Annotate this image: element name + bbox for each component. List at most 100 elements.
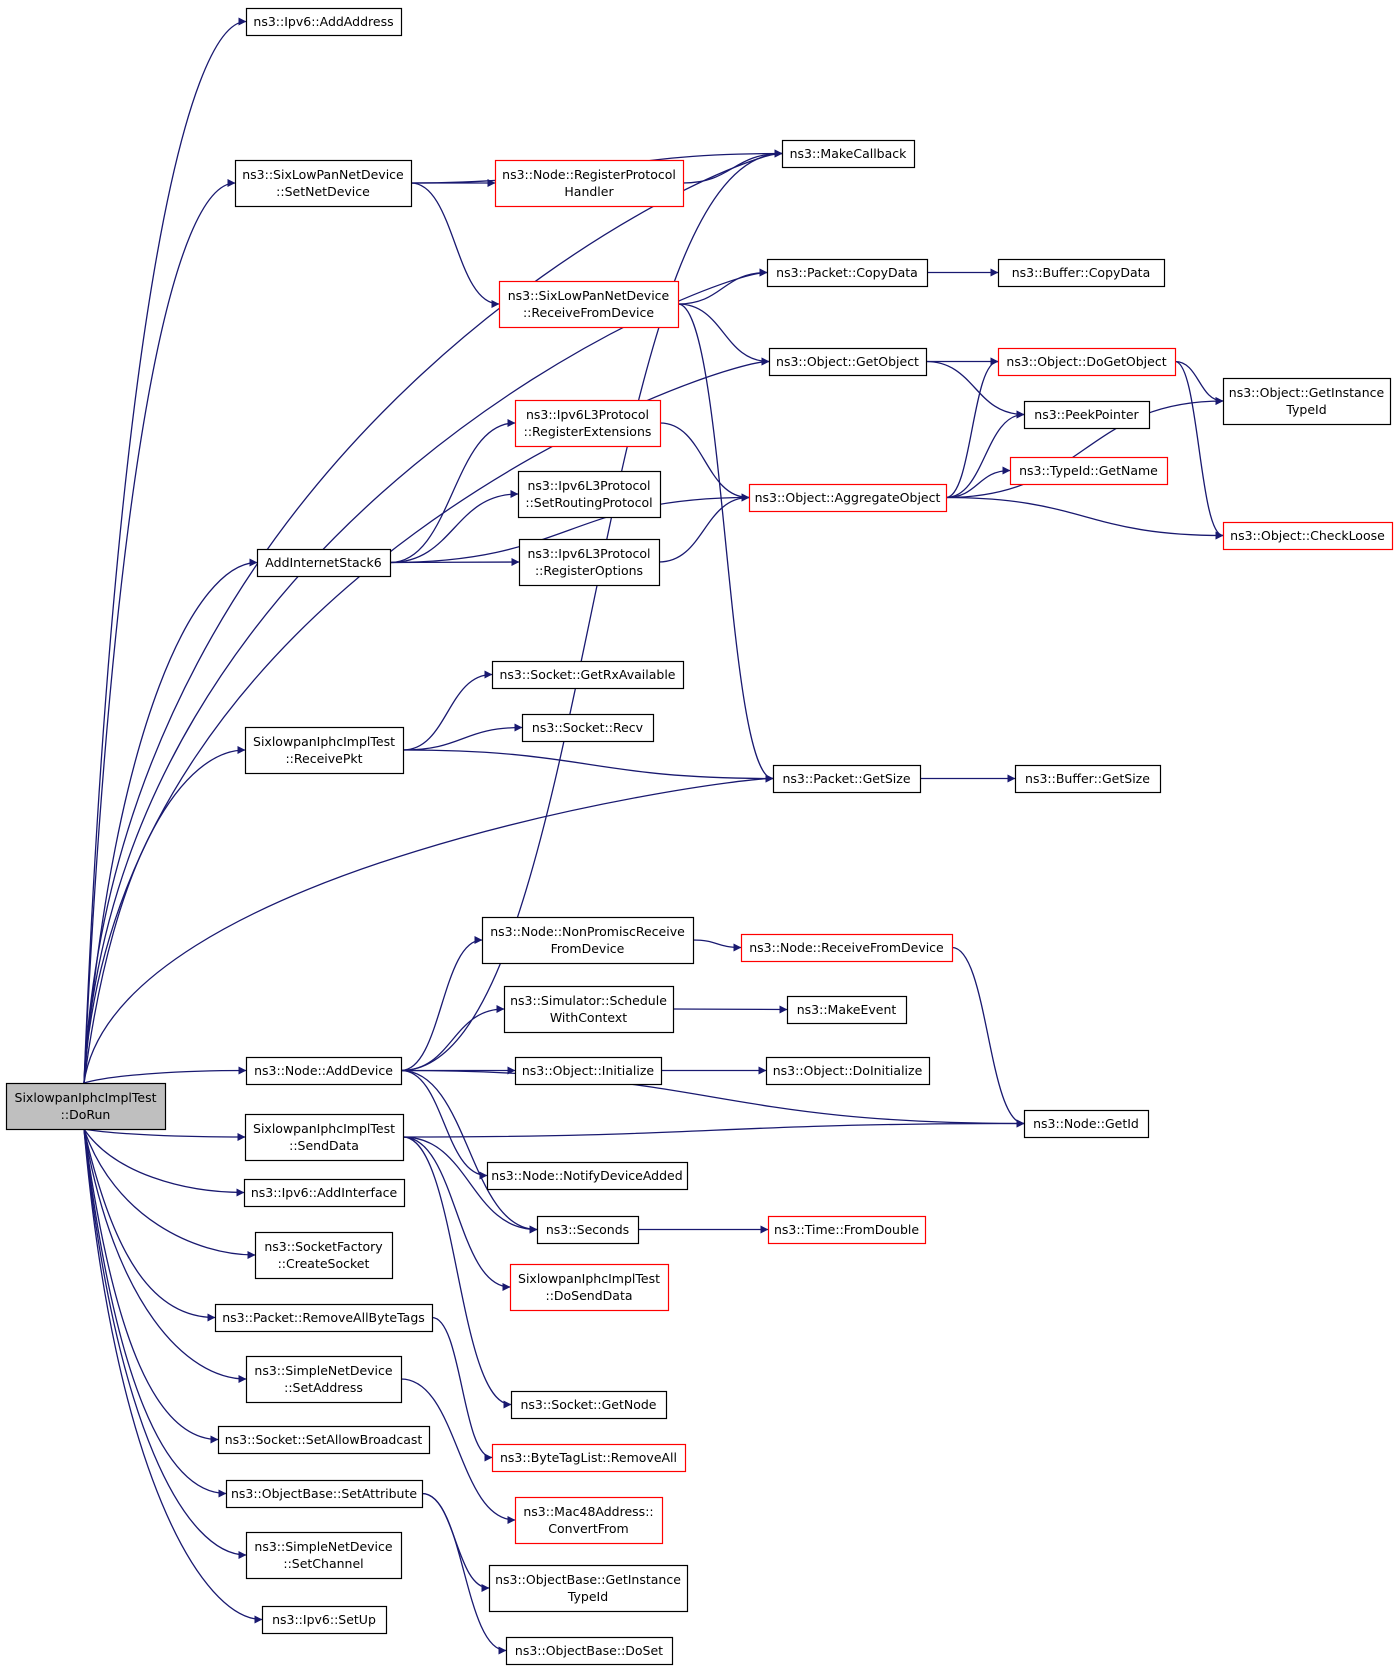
node-object-initialize[interactable]: ns3::Object::Initialize — [514, 1056, 663, 1086]
node-makeevent[interactable]: ns3::MakeEvent — [786, 995, 908, 1025]
node-socket-getnode[interactable]: ns3::Socket::GetNode — [510, 1390, 668, 1420]
node-node-receivefromdevice[interactable]: ns3::Node::ReceiveFromDevice — [740, 933, 954, 963]
node-label: ::SetNetDevice — [276, 184, 370, 199]
node-box — [261, 1605, 388, 1635]
edge-root-to-objectbase-setattribute — [83, 1128, 227, 1498]
node-packet-removeallbytetags[interactable]: ns3::Packet::RemoveAllByteTags — [214, 1303, 434, 1333]
node-label: ns3::Object::Initialize — [522, 1063, 655, 1078]
node-bytetaglist-removeall[interactable]: ns3::ByteTagList::RemoveAll — [491, 1443, 687, 1473]
node-objectbase-doset[interactable]: ns3::ObjectBase::DoSet — [505, 1636, 674, 1666]
node-label: ns3::SocketFactory — [264, 1239, 383, 1254]
node-ipv6l3-registeroptions[interactable]: ns3::Ipv6L3Protocol::RegisterOptions — [518, 538, 661, 587]
edge-node-adddevice-to-node-nonpromiscreceivefromdevice — [400, 936, 483, 1072]
node-buffer-copydata[interactable]: ns3::Buffer::CopyData — [997, 258, 1166, 288]
node-packet-copydata[interactable]: ns3::Packet::CopyData — [766, 258, 929, 288]
node-label: ::ReceivePkt — [285, 751, 362, 766]
edge-node-adddevice-to-node-notifydeviceadded — [400, 1069, 488, 1180]
node-box — [1014, 764, 1162, 794]
node-node-adddevice[interactable]: ns3::Node::AddDevice — [245, 1056, 403, 1086]
node-makecallback[interactable]: ns3::MakeCallback — [781, 139, 916, 169]
node-object-checkloose[interactable]: ns3::Object::CheckLoose — [1222, 521, 1394, 551]
node-label: ns3::Simulator::Schedule — [510, 993, 667, 1008]
node-box — [767, 1215, 927, 1245]
node-box — [244, 1113, 405, 1162]
node-label: ns3::Socket::Recv — [532, 720, 644, 735]
node-socket-getrxavailable[interactable]: ns3::Socket::GetRxAvailable — [491, 660, 685, 690]
node-peekpointer[interactable]: ns3::PeekPointer — [1023, 400, 1151, 430]
node-label: FromDevice — [551, 941, 625, 956]
node-addinternetstack6[interactable]: AddInternetStack6 — [256, 548, 392, 578]
node-label: ns3::Seconds — [546, 1222, 629, 1237]
node-label: ::DoRun — [61, 1107, 111, 1122]
node-simplenetdevice-setchannel[interactable]: ns3::SimpleNetDevice::SetChannel — [245, 1531, 403, 1580]
node-label: ns3::Socket::GetRxAvailable — [499, 667, 675, 682]
edge-sixlowpan-senddata-to-seconds — [402, 1136, 538, 1234]
node-label: ns3::Ipv6::SetUp — [272, 1612, 376, 1627]
node-sixlowpan-receivefromdevice[interactable]: ns3::SixLowPanNetDevice::ReceiveFromDevi… — [498, 280, 680, 329]
node-sixlowpan-dosenddata[interactable]: SixlowpanIphcImplTest::DoSendData — [509, 1263, 670, 1312]
node-box — [245, 1355, 403, 1404]
node-label: ::CreateSocket — [278, 1256, 370, 1271]
node-typeid-getname[interactable]: ns3::TypeId::GetName — [1009, 456, 1169, 486]
edge-root-to-ipv6-setup — [83, 1128, 263, 1624]
node-object-getobject[interactable]: ns3::Object::GetObject — [768, 347, 928, 377]
node-sixlowpan-setnetdevice[interactable]: ns3::SixLowPanNetDevice::SetNetDevice — [234, 159, 413, 208]
node-node-getid[interactable]: ns3::Node::GetId — [1023, 1109, 1150, 1139]
node-simplenetdevice-setaddress[interactable]: ns3::SimpleNetDevice::SetAddress — [245, 1355, 403, 1404]
node-box — [481, 916, 695, 965]
node-ipv6l3-registerextensions[interactable]: ns3::Ipv6L3Protocol::RegisterExtensions — [514, 399, 662, 448]
node-ipv6-addinterface[interactable]: ns3::Ipv6::AddInterface — [243, 1178, 406, 1208]
edge-root-to-object-getobject — [83, 357, 770, 1084]
node-label: ::SetRoutingProtocol — [525, 495, 652, 510]
node-object-dogetobject[interactable]: ns3::Object::DoGetObject — [997, 347, 1177, 377]
node-label: ns3::MakeCallback — [790, 146, 908, 161]
node-ipv6-setup[interactable]: ns3::Ipv6::SetUp — [261, 1605, 388, 1635]
edge-root-to-addinternetstack6 — [83, 558, 258, 1084]
node-socket-setallowbroadcast[interactable]: ns3::Socket::SetAllowBroadcast — [217, 1425, 431, 1455]
node-time-fromdouble[interactable]: ns3::Time::FromDouble — [767, 1215, 927, 1245]
node-object-doinitialize[interactable]: ns3::Object::DoInitialize — [765, 1056, 931, 1086]
edge-sixlowpan-receivepkt-to-packet-getsize — [402, 749, 774, 783]
node-box — [1023, 400, 1151, 430]
edge-object-aggregateobject-to-object-dogetobject — [945, 357, 999, 499]
node-box — [1023, 1109, 1150, 1139]
node-box — [514, 1496, 664, 1545]
node-box — [256, 548, 392, 578]
edge-addinternetstack6-to-ipv6l3-registerextensions — [389, 419, 516, 564]
node-objectbase-setattribute[interactable]: ns3::ObjectBase::SetAttribute — [225, 1479, 424, 1509]
edge-sixlowpan-receivepkt-to-socket-getrxavailable — [402, 670, 493, 751]
edge-sixlowpan-senddata-to-socket-getnode — [402, 1136, 512, 1409]
node-label: ::SendData — [289, 1138, 359, 1153]
node-node-notifydeviceadded[interactable]: ns3::Node::NotifyDeviceAdded — [486, 1161, 689, 1191]
node-socketfactory-createsocket[interactable]: ns3::SocketFactory::CreateSocket — [254, 1231, 394, 1280]
node-object-aggregateobject[interactable]: ns3::Object::AggregateObject — [748, 483, 948, 513]
node-buffer-getsize[interactable]: ns3::Buffer::GetSize — [1014, 764, 1162, 794]
node-label: ns3::Ipv6L3Protocol — [526, 407, 649, 422]
node-label: ns3::MakeEvent — [797, 1002, 897, 1017]
node-ipv6l3-setroutingprotocol[interactable]: ns3::Ipv6L3Protocol::SetRoutingProtocol — [517, 470, 662, 519]
node-label: ns3::SimpleNetDevice — [254, 1363, 392, 1378]
node-root[interactable]: SixlowpanIphcImplTest::DoRun — [5, 1082, 167, 1131]
node-box — [765, 1056, 931, 1086]
node-socket-recv[interactable]: ns3::Socket::Recv — [521, 713, 655, 743]
node-ipv6-addaddress[interactable]: ns3::Ipv6::AddAddress — [245, 7, 403, 37]
edge-node-adddevice-to-simulator-schedulewithcontext — [400, 1005, 505, 1072]
node-label: ns3::Object::GetInstance — [1229, 385, 1385, 400]
node-label: ::SetAddress — [284, 1380, 363, 1395]
node-sixlowpan-receivepkt[interactable]: SixlowpanIphcImplTest::ReceivePkt — [244, 726, 405, 775]
node-sixlowpan-senddata[interactable]: SixlowpanIphcImplTest::SendData — [244, 1113, 405, 1162]
node-packet-getsize[interactable]: ns3::Packet::GetSize — [772, 764, 922, 794]
node-seconds[interactable]: ns3::Seconds — [536, 1215, 640, 1245]
node-label: ns3::Object::DoInitialize — [773, 1063, 923, 1078]
node-label: ::DoSendData — [545, 1288, 632, 1303]
node-label: ns3::Ipv6::AddAddress — [253, 14, 393, 29]
node-box — [536, 1215, 640, 1245]
edge-node-adddevice-to-makecallback — [400, 149, 783, 1072]
node-mac48address-convertfrom[interactable]: ns3::Mac48Address::ConvertFrom — [514, 1496, 664, 1545]
node-box — [491, 660, 685, 690]
